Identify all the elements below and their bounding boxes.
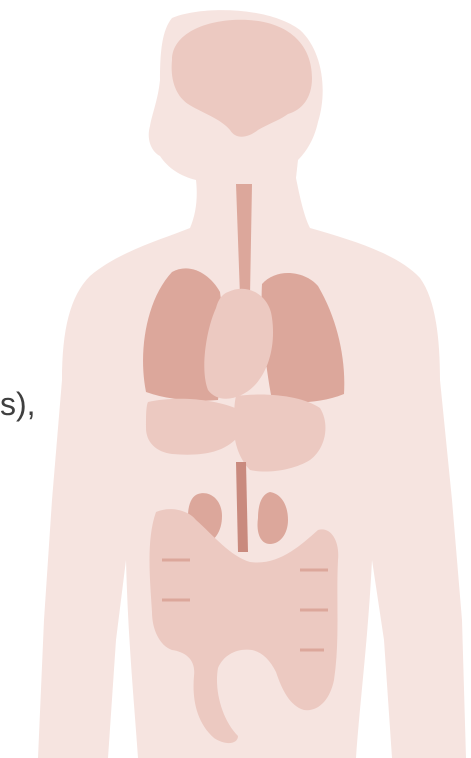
aorta — [236, 462, 248, 552]
text-fragment: s), — [0, 388, 36, 420]
